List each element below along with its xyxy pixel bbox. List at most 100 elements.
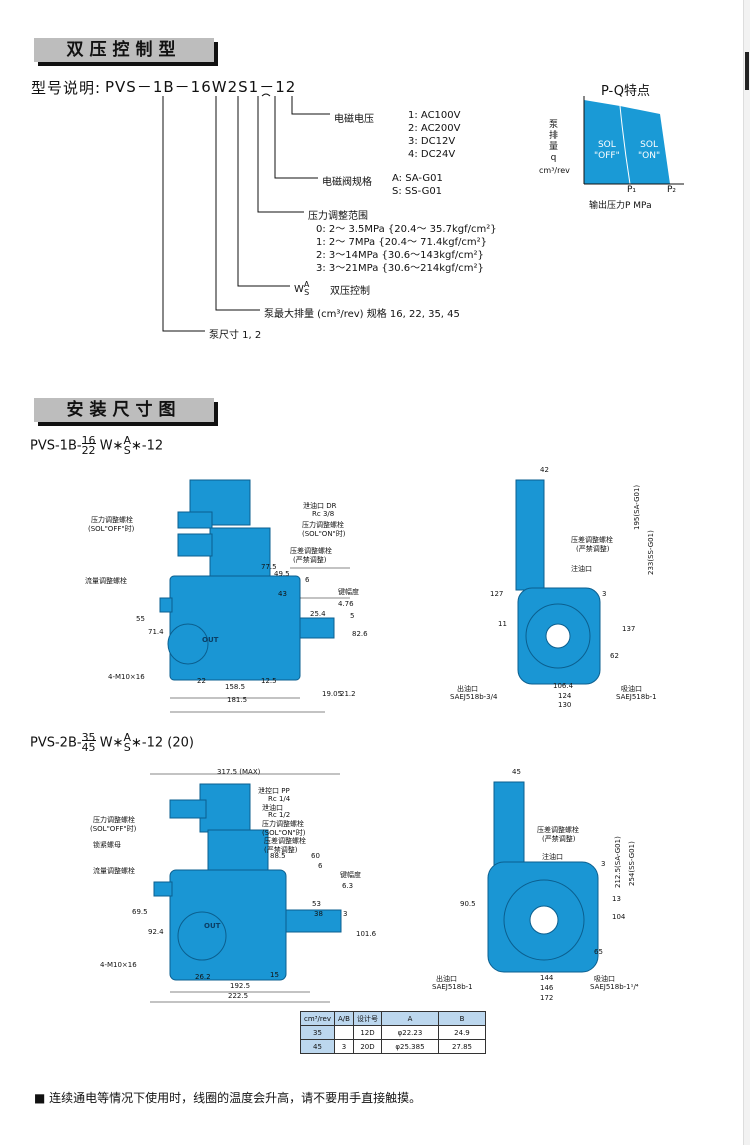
fig1-dim: 5 (350, 612, 355, 620)
pq-ylabel-line: q (550, 153, 557, 163)
fig1-dim: 25.4 (310, 610, 326, 618)
fig1-side-dim: 137 (622, 625, 636, 633)
fig1-side-stack (515, 479, 545, 591)
fig2-dim: 88.5 (270, 852, 286, 860)
table-header: 设计号 (352, 1011, 382, 1026)
fig2-side-stack (493, 781, 525, 867)
fig1-label-prohibit: 压差调整螺栓 (290, 547, 332, 555)
table-cell: 3 (334, 1039, 354, 1054)
section-title-dual-pressure: 双压控制型 (34, 38, 214, 62)
fig1-dim: 43 (278, 590, 287, 598)
fig1-key-width: 4.76 (338, 600, 354, 608)
pq-region-on: SOL"ON" (638, 140, 660, 162)
table-header: cm³/rev (299, 1011, 336, 1026)
fig2-side-dim: 13 (612, 895, 621, 903)
table-cell: 12D (352, 1025, 382, 1040)
pq-region-off: SOL"OFF" (594, 140, 620, 162)
fig1-mid: W∗ (99, 438, 124, 454)
fig2-dim: 92.4 (148, 928, 164, 936)
fig1-side-drawing (515, 479, 601, 685)
pq-divider (619, 105, 631, 185)
fig1-side-adj2: (严禁调整) (576, 545, 610, 553)
model-prefix: 型号说明: (31, 79, 102, 97)
table-header: A/B (334, 1011, 354, 1026)
fig2-prohibit2: (严禁调整) (264, 846, 298, 854)
pq-region-text: SOL (640, 140, 658, 150)
fig2-dim: 15 (270, 971, 279, 979)
fig2-side-dim: 146 (540, 984, 554, 992)
fig1-side-suction2: SAEJ518b-1 (616, 693, 657, 701)
fig2-side-dim: 45 (512, 768, 521, 776)
voltage-option: 2: AC200V (408, 123, 461, 134)
fig1-flow-screw (159, 597, 173, 613)
fig1-dim: 6 (305, 576, 310, 584)
fig2-side-outlet: 出油口 (436, 975, 457, 983)
fig1-sol-lower (177, 533, 213, 557)
fig2-solenoid-upper (199, 783, 251, 833)
fig2-side-outlet2: SAEJ518b-1 (432, 983, 473, 991)
fig1-side-adj: 压差调整螺栓 (571, 536, 613, 544)
fig1-frac-bottom: 22 (81, 443, 96, 457)
fig2-prohibit: 压差调整螺栓 (264, 837, 306, 845)
fig1-port-flange (167, 623, 209, 665)
voltage-option: 3: DC12V (408, 136, 456, 147)
fig2-dim: 192.5 (230, 982, 251, 990)
page-edge (743, 0, 750, 1145)
fig2-sol-box (169, 799, 207, 819)
valve-spec-label: 电磁阀规格 (322, 177, 372, 188)
fig2-dim: 101.6 (356, 930, 377, 938)
model-leader-lines (162, 93, 330, 332)
fig2-dim: 53 (312, 900, 321, 908)
table-header-row: cm³/rev A/B 设计号 A B (299, 1011, 486, 1026)
fig1-label-flow: 流量调整螺栓 (85, 577, 127, 585)
fig1-frac-top: 16 (81, 434, 96, 447)
fig2-side-dim: 90.5 (460, 900, 476, 908)
fig1-side-dim: 127 (490, 590, 504, 598)
fig2-drain-rc: Rc 1/2 (268, 811, 291, 819)
pq-xlabel: 输出压力P MPa (589, 201, 652, 211)
table-header: A (380, 1011, 439, 1026)
fig2-frac-top: 35 (81, 731, 96, 744)
fig1-dim: 49.5 (274, 570, 290, 578)
fig1-label-prohibit2: (严禁调整) (293, 556, 327, 564)
fig2-side-suction2: SAEJ518b-1¹/⁴ (590, 983, 639, 991)
pq-ylabel-line: 排 (549, 131, 559, 141)
pq-chart (583, 96, 684, 185)
dual-code-w: W (294, 284, 304, 295)
fig1-front-drawing (159, 479, 350, 713)
fig1-side-suction: 吸油口 (621, 685, 642, 693)
pq-ylabel-line: 量 (549, 142, 559, 152)
fig1-side-outlet2: SAEJ518b-3/4 (450, 693, 498, 701)
fig2-port-flange (177, 911, 227, 961)
fig1-side-inlet: 注油口 (571, 565, 592, 573)
pq-ylabel: 泵 排 量 q (549, 120, 558, 164)
section-title-install-dims: 安装尺寸图 (34, 398, 214, 422)
fig2-mid: W∗ (99, 735, 124, 751)
table-cell: 20D (352, 1039, 382, 1054)
fig2-drain: 泄油口 (262, 804, 283, 812)
fig2-side-adj2: (严禁调整) (542, 835, 576, 843)
fig2-side-dim: 144 (540, 974, 554, 982)
fig2-side-inlet: 注油口 (542, 853, 563, 861)
fig1-dim: 181.5 (227, 696, 248, 704)
fig1-side-dim: 233(SS-G01) (647, 530, 655, 575)
table-row: 45 3 20D φ25.385 27.85 (299, 1039, 486, 1054)
fig1-dim: 12.5 (261, 677, 277, 685)
fig2-dim: 3 (343, 910, 348, 918)
valve-spec-option: A: SA-G01 (392, 173, 443, 184)
fig2-bolts: 4-M10×16 (100, 961, 137, 969)
pq-region-text: "OFF" (594, 151, 620, 161)
fig2-lock: 锁紧螺母 (93, 841, 121, 849)
fig2-side-dim: 172 (540, 994, 554, 1002)
fig1-dim: 55 (136, 615, 145, 623)
fig1-side-shaft (545, 623, 571, 649)
fig2-pilot-rc: Rc 1/4 (268, 795, 291, 803)
fig2-max: 317.5 (MAX) (217, 768, 261, 776)
fig1-sol-box (177, 511, 213, 529)
fig2-side-dim: 212.5(SA-G01) (614, 836, 622, 888)
pq-ylabel-unit: cm³/rev (539, 166, 570, 175)
table-cell: 35 (299, 1025, 336, 1040)
fig1-side-dim: 3 (602, 590, 607, 598)
